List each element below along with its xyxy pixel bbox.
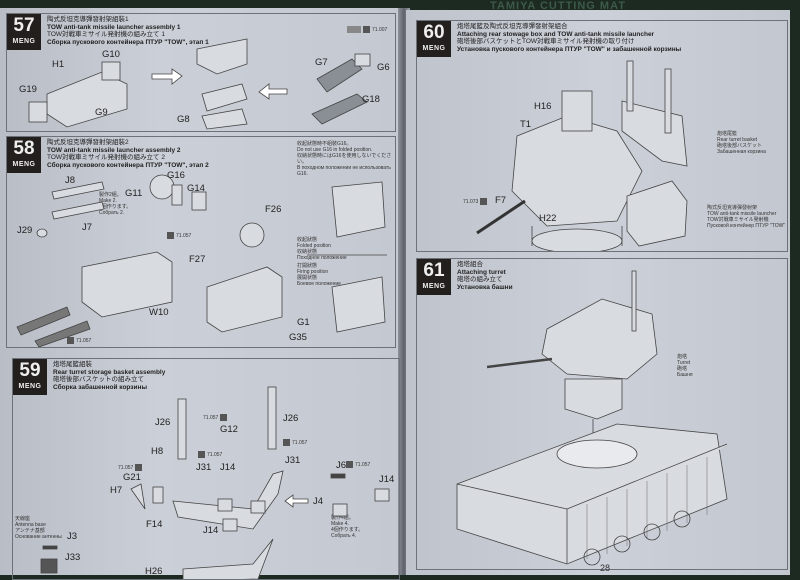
parts-diagram [40, 386, 390, 579]
part-label: J8 [65, 175, 76, 186]
part-label: J29 [17, 225, 33, 236]
part-label: G14 [187, 183, 205, 194]
paint-callout: 71.057 [167, 232, 191, 239]
make-note: 製作4組。Make 4.4個作ります。Собрать 4. [331, 515, 364, 539]
part-label: G18 [362, 94, 380, 105]
part-label: G9 [95, 107, 108, 118]
paint-callout: 71.057 [118, 464, 144, 471]
part-label: J14 [220, 462, 236, 473]
part-label: H8 [151, 446, 164, 457]
part-label: J14 [203, 525, 219, 536]
part-label: H22 [539, 213, 557, 224]
part-label: G19 [19, 84, 37, 95]
parts-diagram [28, 38, 371, 130]
paint-callout: 71.073 [463, 198, 489, 205]
part-label: W10 [149, 307, 169, 318]
part-label: J3 [67, 531, 78, 542]
part-label: H26 [145, 566, 163, 577]
part-label: G1 [297, 317, 310, 328]
part-label: J26 [155, 417, 171, 428]
part-label: H7 [110, 485, 123, 496]
part-label: J31 [285, 455, 301, 466]
part-label: G6 [377, 62, 390, 73]
page-number: 28 [600, 563, 611, 573]
part-label: G12 [220, 424, 238, 435]
part-label: G8 [177, 114, 190, 125]
part-label: J26 [283, 413, 299, 424]
parts-diagram [16, 174, 387, 347]
part-label: F7 [495, 195, 507, 206]
part-label: J6 [336, 460, 347, 471]
cutting-mat-text: TAMIYA CUTTING MAT [490, 0, 626, 12]
part-label: H1 [52, 59, 65, 70]
part-label: G35 [289, 332, 307, 343]
paint-callout: 71.057 [67, 337, 91, 344]
paint-callout: 71.007 [347, 26, 387, 33]
part-label: J4 [313, 496, 324, 507]
part-label: J14 [379, 474, 395, 485]
vehicle-diagram [456, 270, 728, 566]
part-label: J31 [196, 462, 212, 473]
part-label: F14 [146, 519, 163, 530]
paint-callout: 71.057 [283, 439, 307, 446]
part-label: T1 [520, 119, 532, 130]
part-label: G11 [125, 188, 143, 199]
make-note: 製作2組。Make 2.2個作ります。Собрать 2. [99, 192, 132, 216]
part-label: F27 [189, 254, 206, 265]
part-label: J33 [65, 552, 81, 563]
paint-callout: 71.057 [346, 461, 370, 468]
part-label: G16 [167, 170, 185, 181]
part-label: G7 [315, 57, 328, 68]
part-label: F26 [265, 204, 282, 215]
paint-callout: 71.057 [203, 414, 229, 421]
parts-diagram [476, 60, 688, 251]
paint-callout: 71.057 [198, 451, 222, 458]
part-label: J7 [82, 222, 93, 233]
part-label: H16 [534, 101, 552, 112]
note-g16: 收起狀態時不組裝G16。Do not use G16 in folded pos… [297, 141, 392, 177]
part-label: G21 [123, 472, 141, 483]
part-label: G10 [102, 49, 120, 60]
